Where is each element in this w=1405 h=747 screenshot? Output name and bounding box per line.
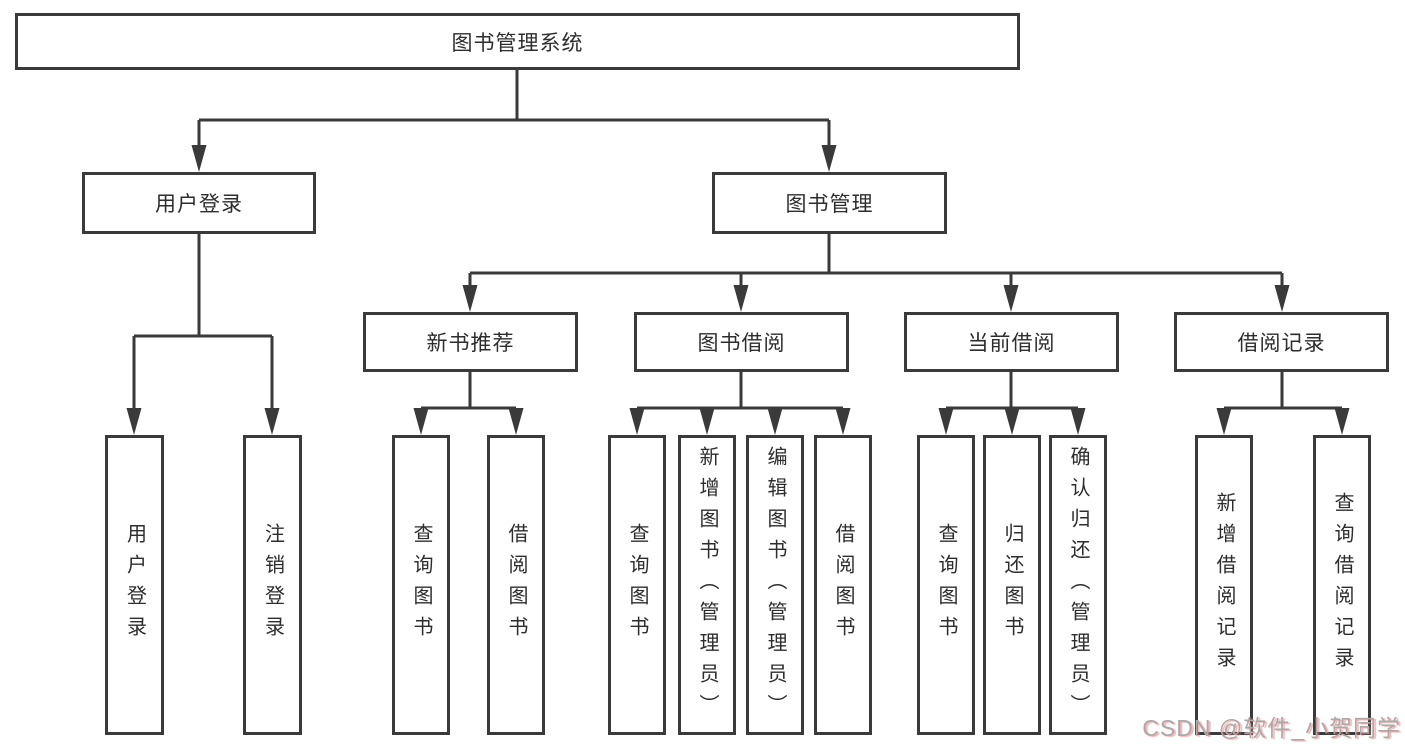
leaf-logout: 注销登录 [243, 435, 302, 735]
leaf-add-books-admin: 新增图书（管理员） [678, 435, 736, 735]
node-label: 新增借阅记录 [1213, 492, 1235, 678]
node-label: 归还图书 [1001, 523, 1023, 647]
node-label: 查询图书 [935, 523, 957, 647]
node-label: 图书管理系统 [451, 31, 584, 55]
leaf-user-login: 用户登录 [105, 435, 164, 735]
leaf-edit-books-admin: 编辑图书（管理员） [746, 435, 804, 735]
node-user-login: 用户登录 [82, 172, 316, 234]
leaf-query-books-3: 查询图书 [917, 435, 975, 735]
leaf-confirm-return-admin: 确认归还（管理员） [1049, 435, 1107, 735]
node-book-borrow: 图书借阅 [634, 312, 849, 372]
leaf-return-books: 归还图书 [983, 435, 1041, 735]
node-label: 编辑图书（管理员） [764, 445, 786, 725]
node-label: 用户登录 [155, 193, 243, 216]
node-label: 注销登录 [261, 523, 284, 647]
node-label: 借阅图书 [832, 523, 854, 647]
leaf-add-borrow-record: 新增借阅记录 [1195, 435, 1253, 735]
node-label: 图书管理 [785, 193, 874, 216]
node-borrow-records: 借阅记录 [1174, 312, 1389, 372]
node-label: 确认归还（管理员） [1067, 445, 1089, 725]
node-book-management: 图书管理 [712, 172, 947, 234]
node-new-book-recommend: 新书推荐 [363, 312, 578, 372]
csdn-watermark: CSDN @软件_小贺同学 [1142, 715, 1401, 741]
leaf-query-books-2: 查询图书 [608, 435, 666, 735]
node-root-system: 图书管理系统 [15, 13, 1020, 70]
node-label: 当前借阅 [967, 332, 1056, 355]
node-label: 图书借阅 [697, 332, 786, 355]
node-label: 借阅图书 [505, 523, 527, 647]
leaf-query-books-1: 查询图书 [392, 435, 450, 735]
arrowhead-icons [126, 145, 1350, 435]
node-label: 查询图书 [410, 523, 432, 647]
node-label: 查询借阅记录 [1331, 492, 1353, 678]
node-label: 用户登录 [123, 523, 146, 647]
node-current-borrow: 当前借阅 [904, 312, 1119, 372]
node-label: 借阅记录 [1237, 332, 1326, 355]
leaf-query-borrow-record: 查询借阅记录 [1313, 435, 1371, 735]
leaf-borrow-books-1: 借阅图书 [487, 435, 545, 735]
node-label: 查询图书 [626, 523, 648, 647]
leaf-borrow-books-2: 借阅图书 [814, 435, 872, 735]
node-label: 新书推荐 [426, 332, 515, 355]
node-label: 新增图书（管理员） [696, 445, 718, 725]
